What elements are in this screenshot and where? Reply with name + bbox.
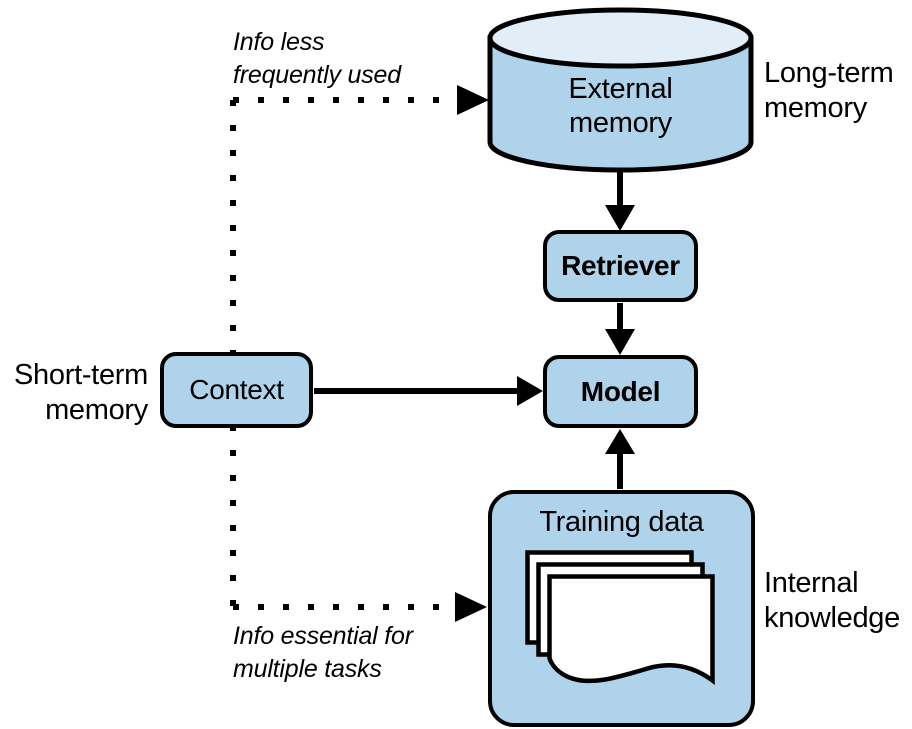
training-data-node: Training data bbox=[488, 490, 755, 727]
retriever-node: Retriever bbox=[543, 230, 698, 302]
annotation-info-less: Info less frequently used bbox=[233, 26, 401, 92]
annotation-info-essential: Info essential for multiple tasks bbox=[233, 620, 413, 686]
internal-knowledge-label: Internal knowledge bbox=[764, 567, 900, 634]
arrow-context-to-model bbox=[314, 376, 543, 406]
annotation-line: Info less bbox=[233, 28, 325, 56]
context-node-label: Context bbox=[189, 374, 284, 405]
arrow-retriever-to-model bbox=[605, 303, 635, 355]
training-data-node-label: Training data bbox=[539, 506, 704, 538]
annotation-line: Info essential for bbox=[233, 622, 413, 650]
external-memory-node-label: External memory bbox=[568, 73, 673, 139]
retriever-node-label: Retriever bbox=[561, 250, 680, 281]
arrow-training-to-model bbox=[605, 429, 635, 489]
annotation-line: frequently used bbox=[233, 61, 401, 89]
arrow-external-to-retriever bbox=[605, 171, 635, 231]
dotted-arrow-to-external-memory bbox=[233, 85, 489, 115]
model-node-label: Model bbox=[580, 375, 661, 407]
annotation-line: multiple tasks bbox=[233, 655, 382, 683]
short-term-memory-label: Short-term memory bbox=[14, 359, 148, 426]
document-stack-icon bbox=[524, 550, 715, 685]
long-term-memory-label: Long-term memory bbox=[764, 57, 894, 124]
context-node: Context bbox=[160, 352, 313, 428]
database-cylinder-icon bbox=[487, 7, 754, 173]
dotted-arrow-to-training-data bbox=[233, 592, 487, 622]
model-node: Model bbox=[543, 355, 698, 428]
